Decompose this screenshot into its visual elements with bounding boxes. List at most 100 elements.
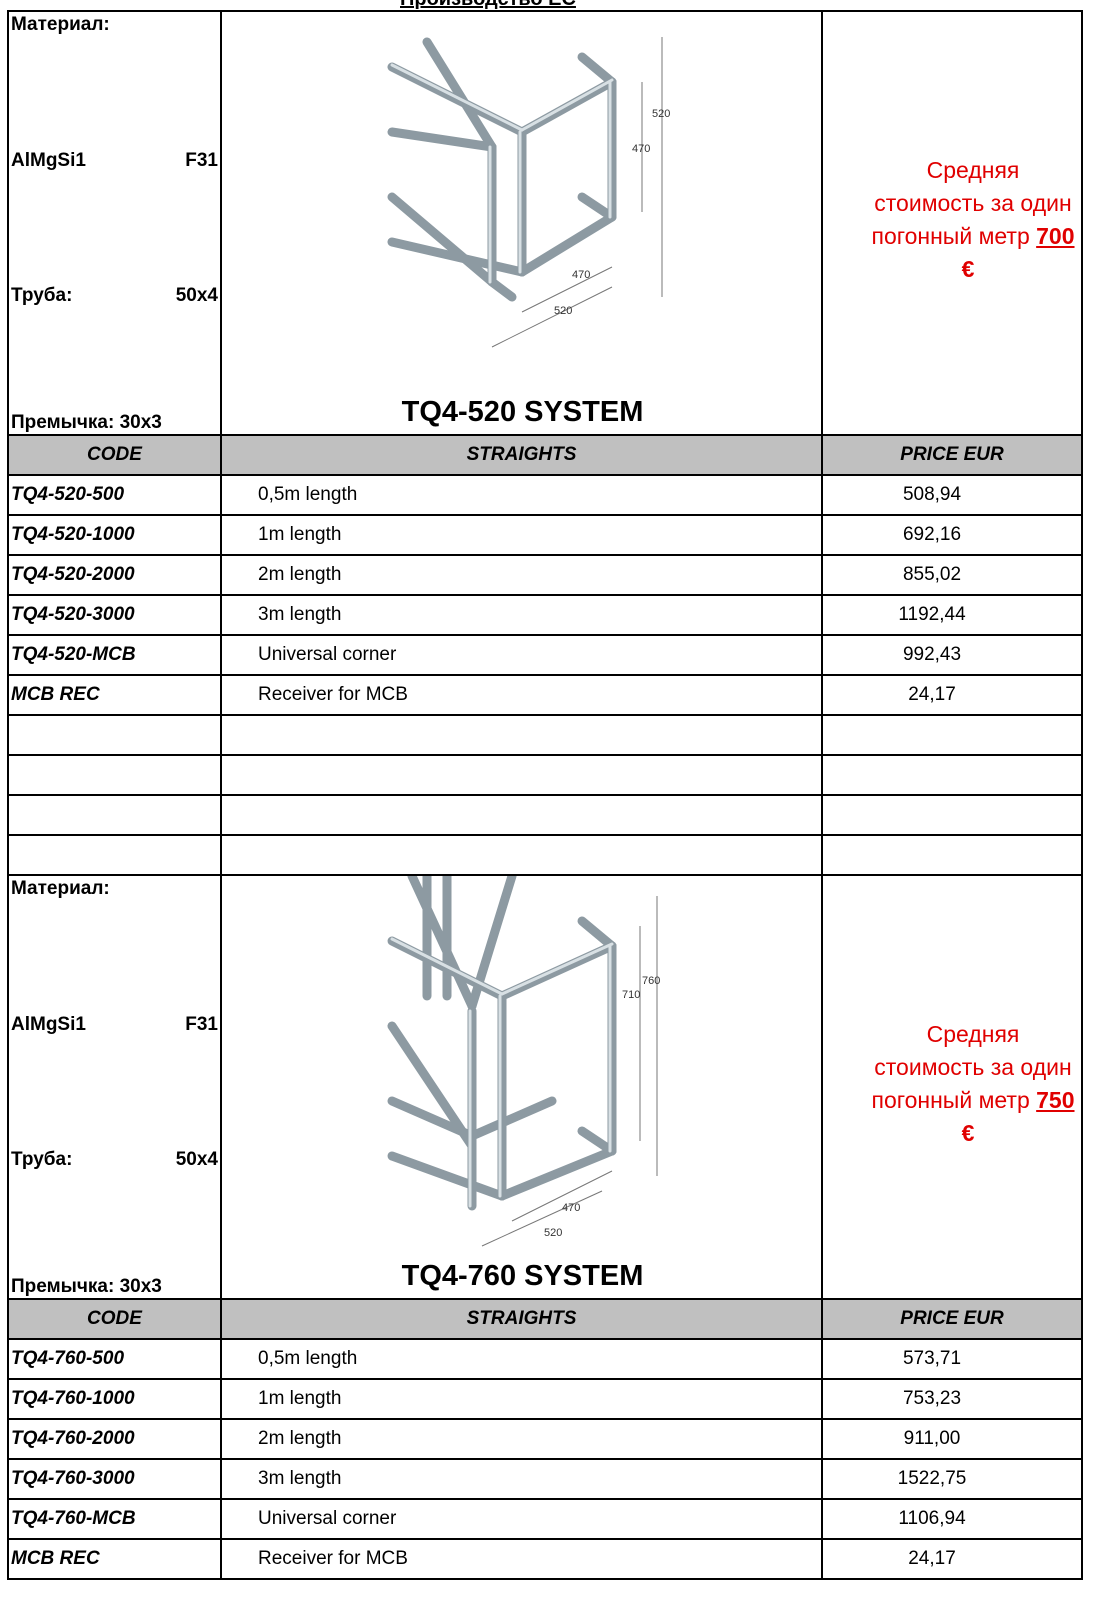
price-cell: 1106,94 <box>821 1498 1083 1540</box>
avg-price-value: 700 <box>1036 223 1075 249</box>
system-title: TQ4-520 SYSTEM <box>401 396 644 428</box>
code-cell: TQ4-760-1000 <box>7 1378 222 1420</box>
code-cell: TQ4-760-MCB <box>7 1498 222 1540</box>
grade-value: F31 <box>185 1014 218 1035</box>
outer-width-dimension: 520 <box>544 1227 562 1239</box>
price-cell: 855,02 <box>821 554 1083 596</box>
grade-value: F31 <box>185 150 218 171</box>
desc-cell: 1m length <box>220 1378 823 1420</box>
code-cell: TQ4-520-500 <box>7 474 222 516</box>
average-price-note: Средняя стоимость за один погонный метр … <box>824 1018 1080 1150</box>
avg-price-line2: стоимость за один <box>874 1054 1072 1080</box>
price-cell: 24,17 <box>821 674 1083 716</box>
outer-width-dimension: 520 <box>554 305 572 317</box>
system-title: TQ4-760 SYSTEM <box>401 1260 644 1292</box>
alloy-label: AlMgSi1 <box>11 150 86 171</box>
page-title: Производство ЕС <box>400 0 576 11</box>
average-price-cell: Средняя стоимость за один погонный метр … <box>821 10 1083 436</box>
header-code: CODE <box>7 1298 222 1340</box>
average-price-cell: Средняя стоимость за один погонный метр … <box>821 874 1083 1300</box>
desc-cell: Receiver for MCB <box>220 1538 823 1580</box>
price-table: Материал: AlMgSi1 F31 Труба: 50x4 Премыч… <box>7 10 1083 1580</box>
code-cell: TQ4-520-2000 <box>7 554 222 596</box>
code-cell: MCB REC <box>7 1538 222 1580</box>
tube-label: Труба: <box>11 1149 73 1170</box>
header-straights: STRAIGHTS <box>220 434 823 476</box>
price-cell: 992,43 <box>821 634 1083 676</box>
code-cell: TQ4-760-2000 <box>7 1418 222 1460</box>
avg-price-currency: € <box>961 1120 975 1146</box>
desc-cell: 1m length <box>220 514 823 556</box>
price-cell: 753,23 <box>821 1378 1083 1420</box>
average-price-note: Средняя стоимость за один погонный метр … <box>824 154 1080 286</box>
empty-row <box>7 834 1083 876</box>
outer-height-dimension: 520 <box>652 108 670 120</box>
truss-drawing: 760 710 470 520 <box>387 877 660 1247</box>
header-price: PRICE EUR <box>821 1298 1083 1340</box>
outer-height-dimension: 760 <box>642 975 660 987</box>
brace-label: Премычка: 30x3 <box>11 1276 162 1297</box>
alloy-label: AlMgSi1 <box>11 1014 86 1035</box>
empty-row <box>7 754 1083 796</box>
price-cell: 508,94 <box>821 474 1083 516</box>
desc-cell: 0,5m length <box>220 474 823 516</box>
desc-cell: 3m length <box>220 594 823 636</box>
material-label: Материал: <box>11 878 110 899</box>
avg-price-line3: погонный метр 700 <box>871 223 1075 249</box>
code-cell: TQ4-520-MCB <box>7 634 222 676</box>
avg-price-line3: погонный метр 750 <box>871 1087 1075 1113</box>
desc-cell: 3m length <box>220 1458 823 1500</box>
truss-drawing-cell: 520 470 470 520 TQ4-520 SYSTEM <box>220 10 823 436</box>
table-header-row: CODE STRAIGHTS PRICE EUR <box>7 1298 1083 1340</box>
avg-price-line2: стоимость за один <box>874 190 1072 216</box>
empty-row <box>7 794 1083 836</box>
material-spec-cell: Материал: AlMgSi1 F31 Труба: 50x4 Премыч… <box>7 10 222 436</box>
header-straights: STRAIGHTS <box>220 1298 823 1340</box>
tube-value: 50x4 <box>175 285 218 306</box>
system-spec-row: Материал: AlMgSi1 F31 Труба: 50x4 Премыч… <box>7 10 1083 436</box>
inner-width-dimension: 470 <box>562 1202 580 1214</box>
code-cell: TQ4-520-3000 <box>7 594 222 636</box>
price-cell: 1522,75 <box>821 1458 1083 1500</box>
desc-cell: 2m length <box>220 1418 823 1460</box>
desc-cell: 2m length <box>220 554 823 596</box>
code-cell: TQ4-520-1000 <box>7 514 222 556</box>
price-cell: 573,71 <box>821 1338 1083 1380</box>
system-spec-row: Материал: AlMgSi1 F31 Труба: 50x4 Премыч… <box>7 874 1083 1300</box>
avg-price-value: 750 <box>1036 1087 1075 1113</box>
inner-height-dimension: 710 <box>622 989 640 1001</box>
tube-label: Труба: <box>11 285 73 306</box>
inner-height-dimension: 470 <box>632 143 650 155</box>
desc-cell: 0,5m length <box>220 1338 823 1380</box>
avg-price-line1: Средняя <box>926 157 1020 183</box>
price-cell: 692,16 <box>821 514 1083 556</box>
brace-label: Премычка: 30x3 <box>11 412 162 433</box>
avg-price-line1: Средняя <box>926 1021 1020 1047</box>
header-price: PRICE EUR <box>821 434 1083 476</box>
empty-row <box>7 714 1083 756</box>
material-spec-cell: Материал: AlMgSi1 F31 Труба: 50x4 Премыч… <box>7 874 222 1300</box>
price-cell: 1192,44 <box>821 594 1083 636</box>
code-cell: TQ4-760-3000 <box>7 1458 222 1500</box>
tube-value: 50x4 <box>175 1149 218 1170</box>
price-cell: 24,17 <box>821 1538 1083 1580</box>
table-header-row: CODE STRAIGHTS PRICE EUR <box>7 434 1083 476</box>
code-cell: MCB REC <box>7 674 222 716</box>
inner-width-dimension: 470 <box>572 269 590 281</box>
code-cell: TQ4-760-500 <box>7 1338 222 1380</box>
desc-cell: Universal corner <box>220 1498 823 1540</box>
desc-cell: Receiver for MCB <box>220 674 823 716</box>
avg-price-currency: € <box>961 256 975 282</box>
